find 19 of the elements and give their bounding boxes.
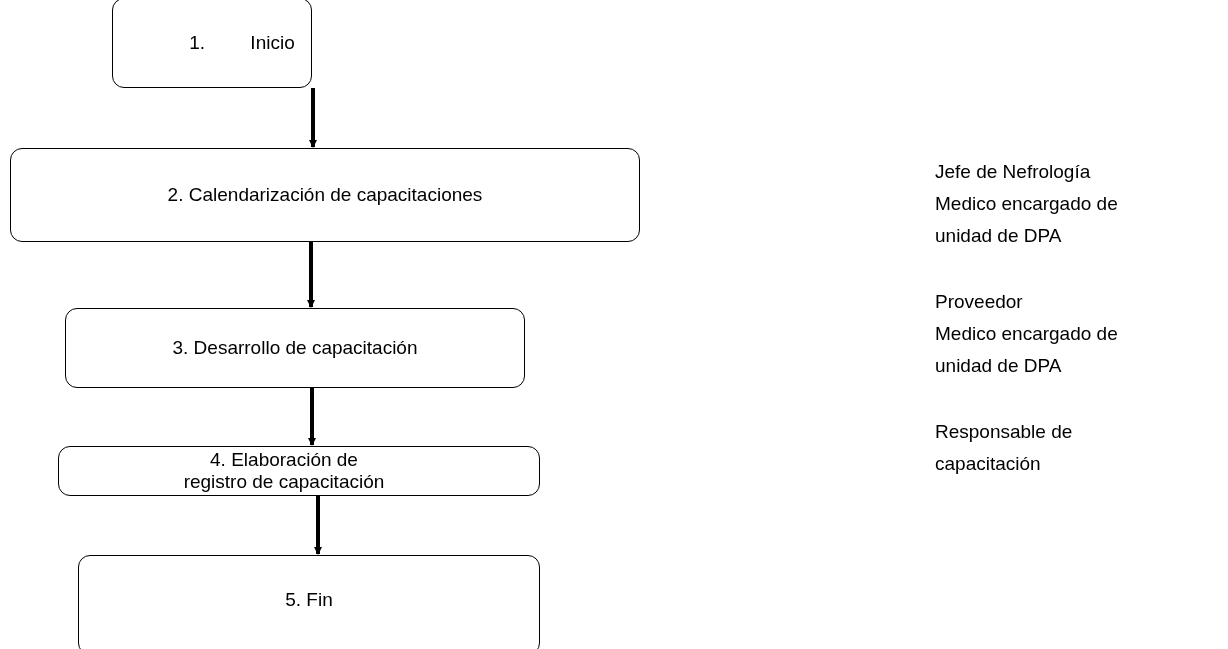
- process-box: [65, 308, 525, 388]
- step-label: 4. Elaboración de registro de capacitación: [182, 449, 386, 493]
- role-label: Medico encargado de unidad de DPA: [935, 192, 1119, 248]
- process-box: [10, 148, 640, 242]
- step-label: 3. Desarrollo de capacitación: [172, 337, 418, 359]
- arrow: [309, 88, 317, 148]
- step-label: 2. Calendarización de capacitaciones: [167, 184, 483, 206]
- arrow: [307, 242, 315, 308]
- role-label: Proveedor: [935, 290, 1024, 314]
- arrow: [314, 496, 322, 555]
- process-box: [112, 0, 312, 88]
- role-label: Responsable de capacitación: [935, 420, 1074, 476]
- process-box: [78, 555, 540, 649]
- step-label: 1. Inicio: [189, 32, 295, 54]
- role-label: Jefe de Nefrología: [935, 160, 1092, 184]
- role-label: Medico encargado de unidad de DPA: [935, 322, 1119, 378]
- step-label: 5. Fin: [285, 589, 333, 611]
- arrow: [308, 388, 316, 446]
- process-box: [58, 446, 540, 496]
